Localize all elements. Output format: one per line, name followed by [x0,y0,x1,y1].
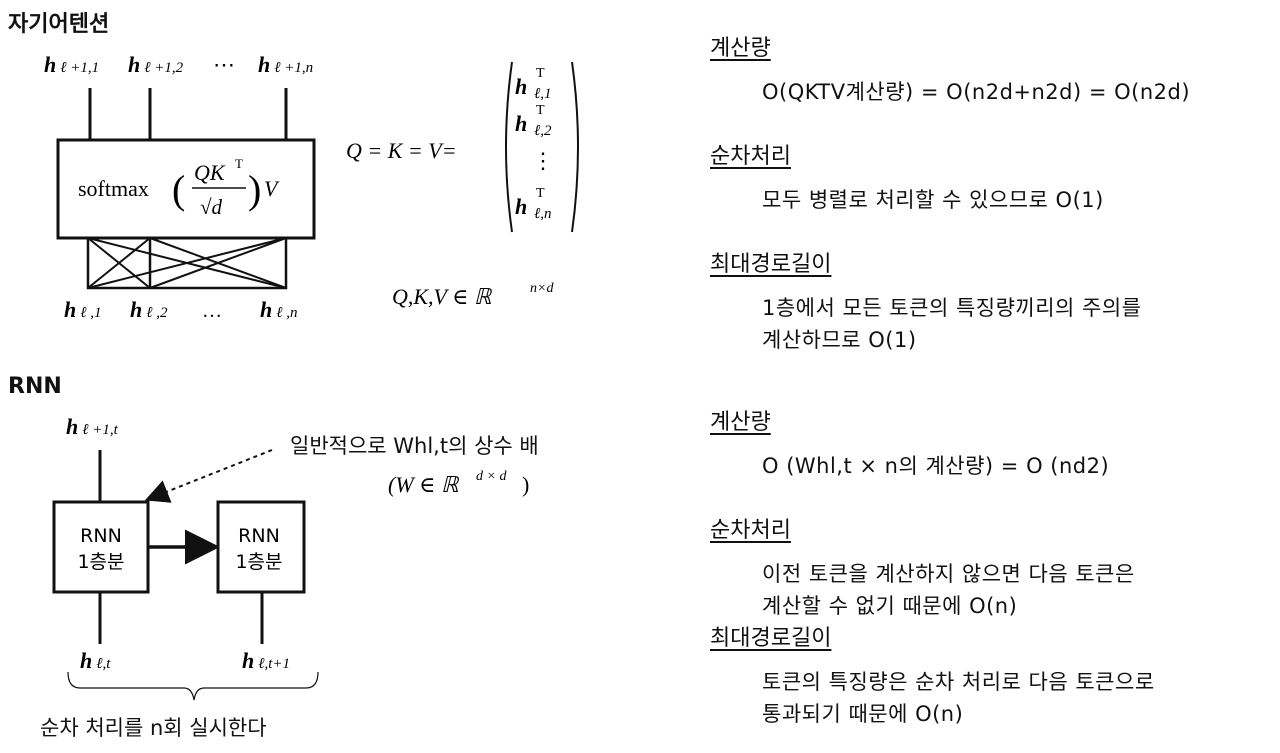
svg-text:hℓ +1,1: hℓ +1,1 [44,52,99,77]
matrix-row-2: h T ℓ,2 [515,103,552,139]
rnn-compute-text: O (Whl,t × n의 계산량) = O (nd2) [762,454,1110,478]
svg-text:ℓ,1: ℓ,1 [534,86,552,102]
svg-text:hℓ ,1: hℓ ,1 [64,297,102,322]
svg-text:hℓ +1,n: hℓ +1,n [258,52,313,77]
attention-heading-path: 최대경로길이 [710,252,832,277]
matrix-vertical-ellipsis: ⋮ [532,148,554,173]
denominator: √d [200,195,223,219]
svg-text:ℓ,n: ℓ,n [534,206,552,222]
svg-text:T: T [536,103,545,118]
svg-text:hℓ,t: hℓ,t [80,648,111,673]
rnn-heading-sequential: 순차처리 [710,518,791,543]
svg-text:hℓ +1,2: hℓ +1,2 [128,52,184,77]
tail-v: V [264,176,280,201]
softmax-fn: softmax [78,176,149,201]
svg-text:h: h [515,111,527,136]
svg-text:h: h [515,74,527,99]
rnn-heading-path: 최대경로길이 [710,626,832,651]
top-ellipsis: ⋯ [213,52,235,77]
svg-text:ℓ,2: ℓ,2 [534,123,552,139]
attention-path-text-2: 계산하므로 O(1) [762,328,917,352]
rnn-cell-2-label-line1: RNN [238,525,280,547]
right-paren: ) [248,167,261,212]
rnn-cell-2 [216,500,306,594]
qkv-membership: Q,K,V ∈ ℝ n×d [392,281,554,309]
rnn-path-text-1: 토큰의 특징량은 순차 처리로 다음 토큰으로 [762,670,1155,694]
cross-connections [86,236,288,290]
brace-caption: 순차 처리를 n회 실시한다 [40,716,267,740]
rnn-heading-compute: 계산량 [710,410,771,435]
rnn-cell-2-label-line2: 1층분 [235,551,282,573]
matrix-left-bracket [505,61,513,233]
annotation-main-text: 일반적으로 Whl,t의 상수 배 [290,434,539,458]
svg-text:Q,K,V ∈ ℝ: Q,K,V ∈ ℝ [392,284,493,309]
rnn-sequential-text-2: 계산할 수 없기 때문에 O(n) [762,594,1018,618]
attention-sequential-text: 모두 병렬로 처리할 수 있으므로 O(1) [762,188,1104,212]
matrix-row-1: h T ℓ,1 [515,66,552,102]
rnn-title: RNN [8,374,62,399]
transpose-mark: T [235,156,243,171]
left-paren: ( [172,167,185,212]
rnn-cell-1-label-line1: RNN [80,525,122,547]
svg-text:hℓ ,2: hℓ ,2 [130,297,168,322]
attention-heading-sequential: 순차처리 [710,144,791,169]
rnn-sequential-text-1: 이전 토큰을 계산하지 않으면 다음 토큰은 [762,562,1135,586]
svg-text:T: T [536,186,545,201]
svg-text:T: T [536,66,545,81]
svg-text:d × d: d × d [476,469,507,484]
svg-text:hℓ ,n: hℓ ,n [260,297,298,322]
attention-compute-text: O(QKTV계산량) = O(n2d+n2d) = O(n2d) [762,80,1191,104]
annotation-math: (W ∈ ℝ d × d ) [388,469,529,497]
attention-path-text-1: 1층에서 모든 토큰의 특징량끼리의 주의를 [762,296,1142,320]
svg-text:hℓ +1,t: hℓ +1,t [66,414,119,439]
svg-text:): ) [522,472,529,497]
bottom-ellipsis: … [202,300,222,322]
annotation-dashed-arrow [144,449,273,503]
sequence-brace [67,671,319,701]
svg-text:n×d: n×d [530,281,554,296]
qkv-equation: Q = K = V= [346,138,457,163]
svg-text:(W ∈ ℝ: (W ∈ ℝ [388,472,460,497]
svg-text:hℓ,t+1: hℓ,t+1 [242,648,290,673]
numerator: QK [194,160,226,185]
attention-heading-compute: 계산량 [710,36,771,61]
rnn-path-text-2: 통과되기 때문에 O(n) [762,702,964,726]
rnn-cell-1 [52,500,150,594]
self-attention-title: 자기어텐션 [8,12,110,37]
matrix-row-n: h T ℓ,n [515,186,552,222]
matrix-right-bracket [571,61,579,233]
rnn-cell-1-label-line2: 1층분 [77,551,124,573]
svg-text:h: h [515,194,527,219]
